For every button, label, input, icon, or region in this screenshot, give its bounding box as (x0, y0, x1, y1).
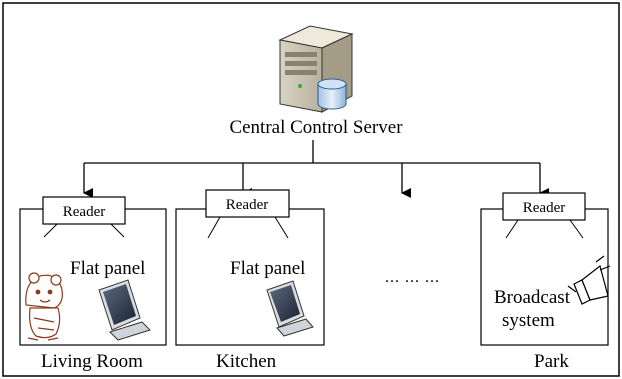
room-name-label: Living Room (41, 351, 143, 372)
monitor-icon (266, 280, 314, 337)
reader-label: Reader (226, 197, 268, 213)
reader-box (205, 189, 290, 218)
reader-signal-line (110, 223, 125, 238)
device-label: Flat panel (70, 258, 145, 279)
monitor-icon (98, 279, 151, 341)
reader-signal-line (207, 216, 221, 239)
reader-box (42, 196, 126, 225)
reader-label: Reader (523, 200, 565, 216)
device-label-line1: Broadcast (494, 287, 571, 308)
ellipsis-label: ... ... ... (385, 269, 440, 286)
room-name-label: Kitchen (216, 351, 277, 372)
reader-signal-line (43, 223, 58, 238)
reader-box (502, 192, 586, 221)
cartoon-character-icon (25, 272, 63, 341)
room-park: Reader Broadcast system Park (480, 192, 611, 372)
room-name-label: Park (534, 351, 569, 372)
server-database-icon (278, 25, 354, 113)
room-kitchen: Reader Flat panel Kitchen (175, 189, 325, 372)
reader-label: Reader (63, 204, 105, 220)
device-label: Flat panel (230, 258, 305, 279)
device-label-line2: system (502, 310, 555, 331)
reader-signal-line (569, 219, 584, 239)
room-living-room: Reader Flat panel Living Room (19, 196, 167, 372)
reader-signal-line (505, 219, 519, 239)
speaker-icon (567, 255, 611, 305)
reader-signal-line (274, 216, 289, 239)
server-label: Central Control Server (229, 117, 403, 138)
